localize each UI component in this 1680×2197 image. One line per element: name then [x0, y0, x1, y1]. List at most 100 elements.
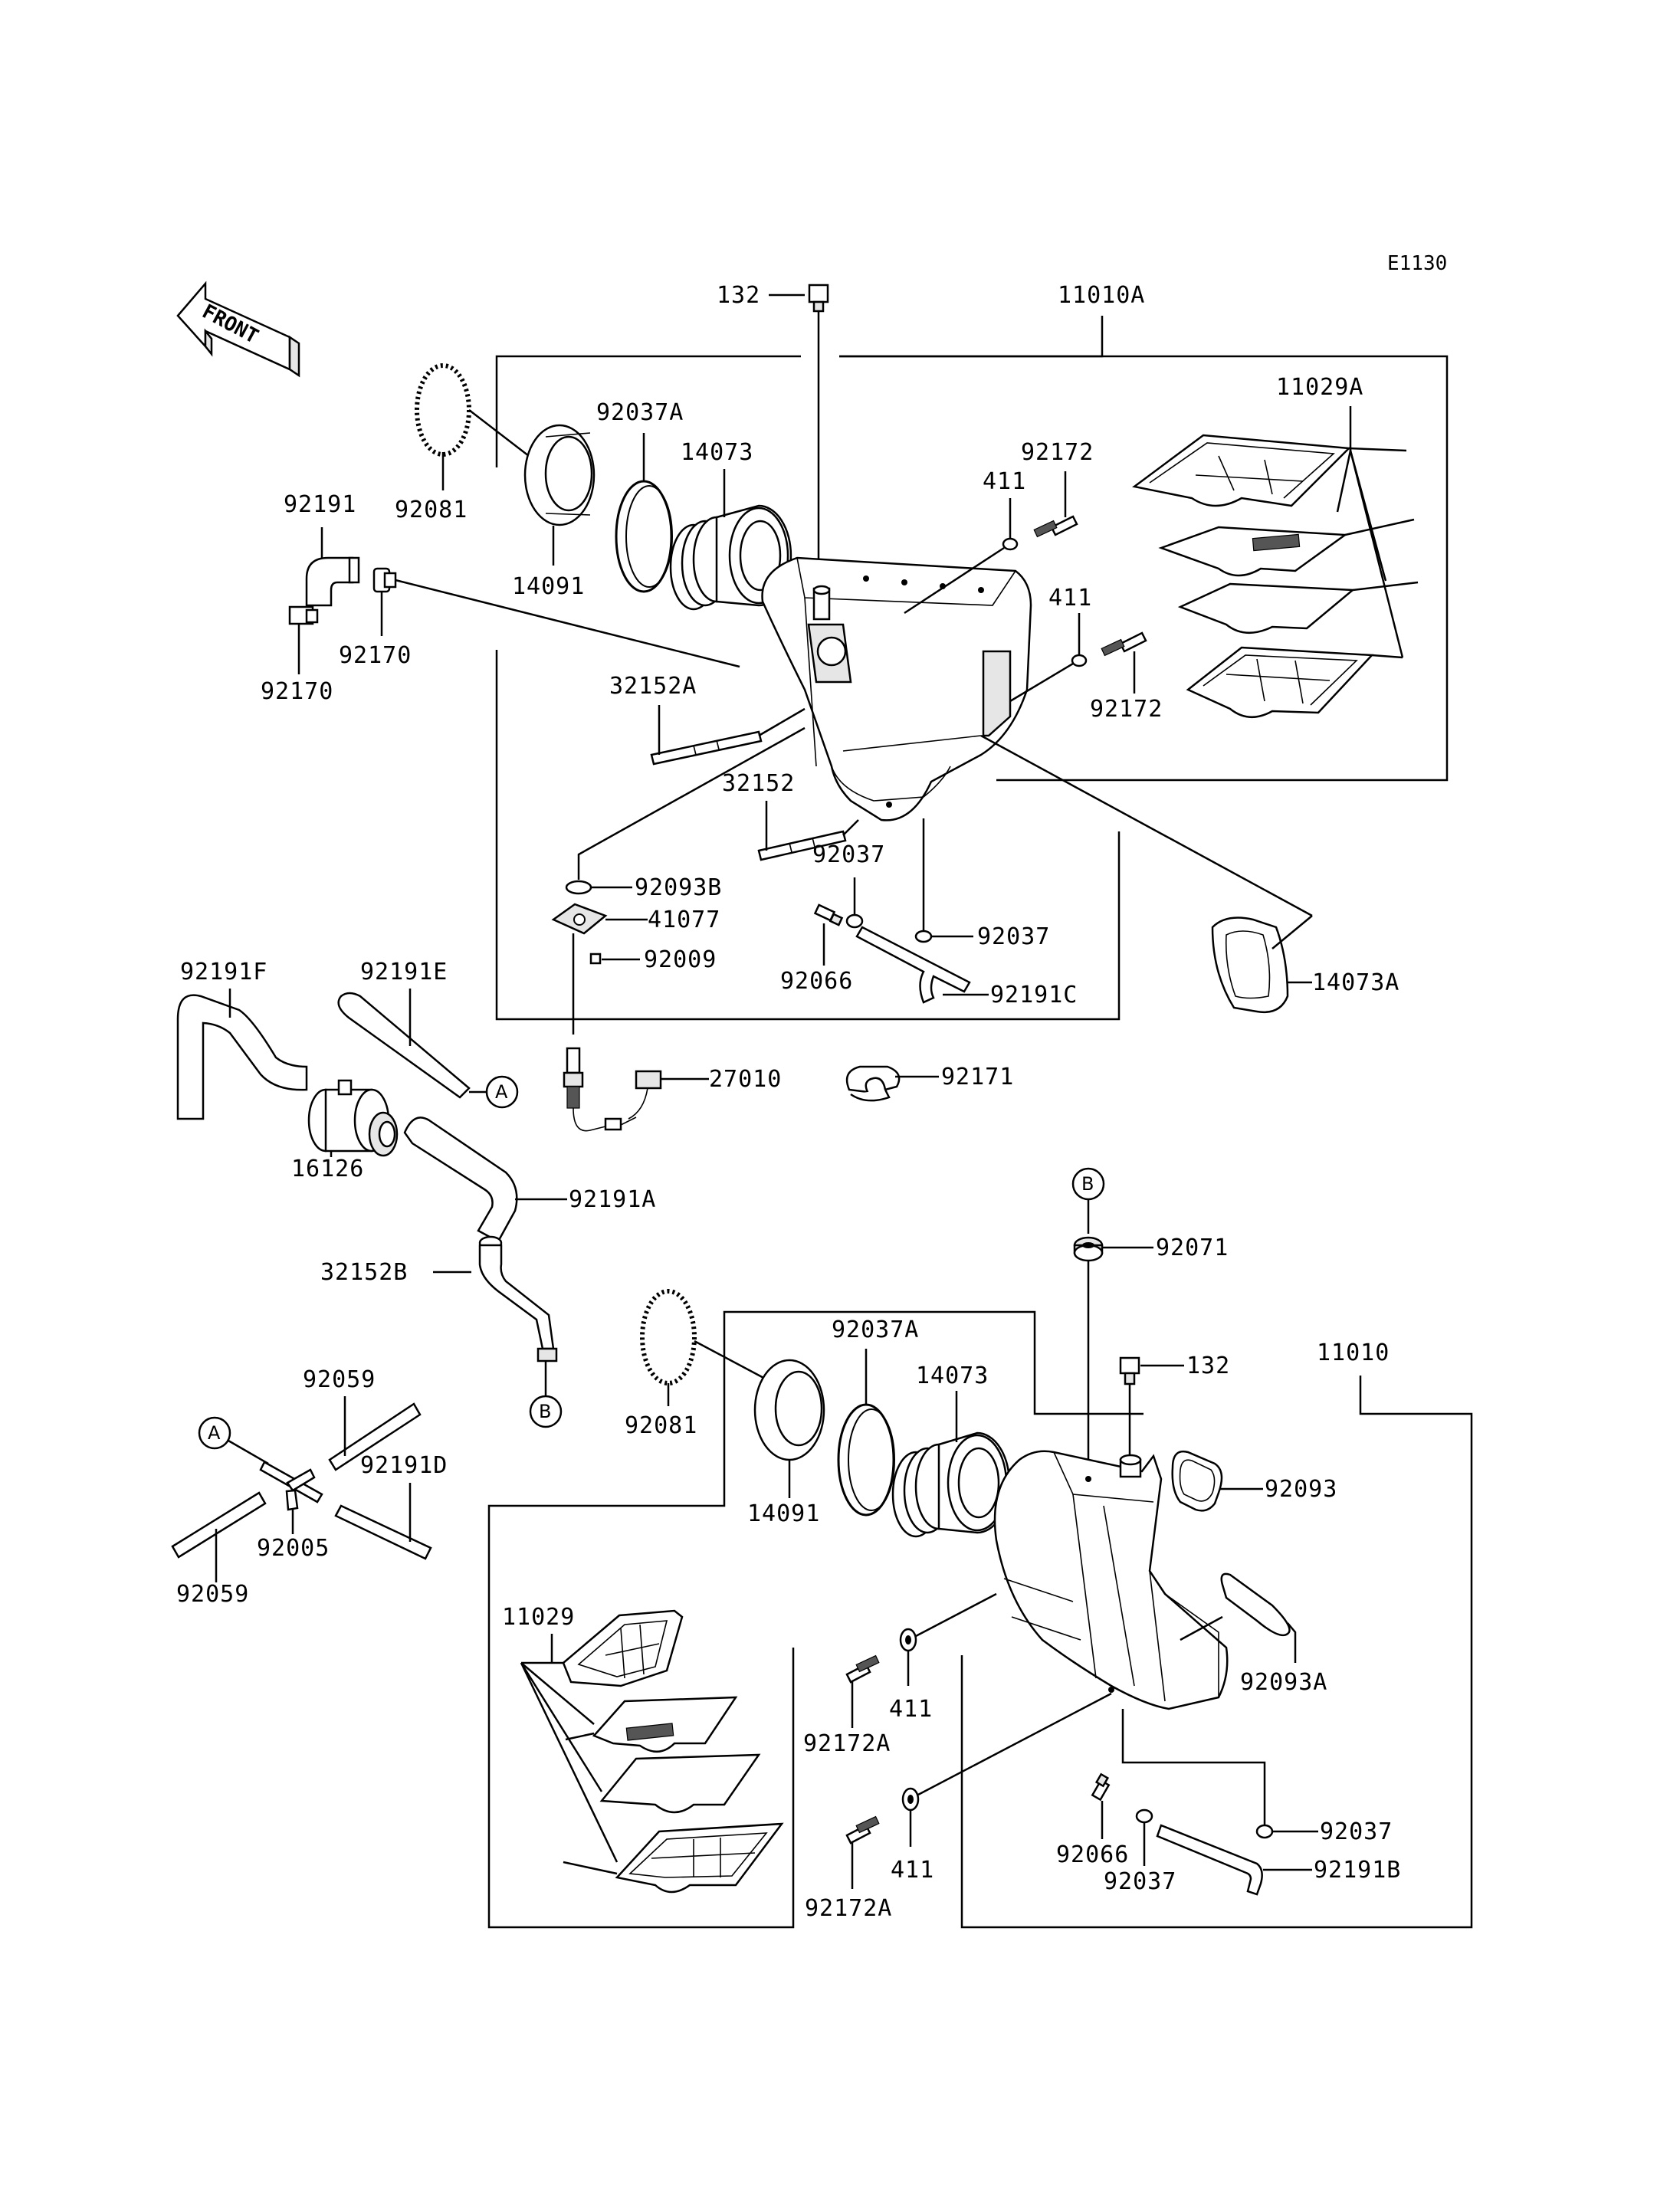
clip-92170-b-icon [372, 567, 397, 593]
screw-92172-a-icon [1033, 515, 1078, 538]
hose-92059-upper-icon [328, 1402, 422, 1471]
label-92172A-a: 92172A [803, 1730, 891, 1757]
label-92191E: 92191E [360, 959, 448, 985]
hose-92191D-icon [334, 1504, 432, 1560]
screw-92172-b-icon [1101, 631, 1147, 657]
elbow-hose-92191-icon [305, 556, 360, 607]
front-arrow-icon [176, 280, 300, 378]
label-411-lower-b: 411 [891, 1857, 934, 1884]
diagram-code: E1130 [1387, 252, 1447, 275]
pipe-32152B-icon [478, 1235, 558, 1362]
label-92059-lower: 92059 [176, 1581, 249, 1608]
callout-a-lower-icon [198, 1416, 231, 1450]
bolt-132-icon [808, 284, 829, 313]
gasket-41077-icon [551, 903, 608, 935]
label-92191: 92191 [284, 491, 356, 518]
upper-assembly: 11010A 132 92081 14091 92037A [261, 282, 1449, 1035]
clip-92171-icon [845, 1065, 901, 1102]
label-92037-a: 92037 [812, 841, 885, 868]
bolt-132-lower-icon [1119, 1356, 1140, 1385]
air-box-lower-housing-icon [993, 1450, 1229, 1710]
callout-b-lower-icon [529, 1395, 563, 1428]
label-92170-upper: 92170 [339, 642, 412, 669]
label-92081: 92081 [395, 497, 468, 523]
callout-b-upper: B [1081, 1173, 1094, 1195]
hose-92191B-icon [1156, 1824, 1263, 1896]
label-92170-lower: 92170 [261, 678, 333, 705]
gasket-92093-icon [1171, 1450, 1223, 1512]
label-92009: 92009 [644, 946, 717, 973]
label-411-lower-a: 411 [889, 1696, 933, 1723]
valve-16126-icon [307, 1079, 399, 1157]
washer-411-b-icon [1071, 654, 1088, 667]
label-14073A: 14073A [1312, 969, 1399, 996]
lower-assembly-bracket [487, 1310, 1473, 1929]
label-92005: 92005 [257, 1535, 330, 1562]
ring-14091-icon [523, 424, 596, 526]
clip-92170-icon [288, 605, 319, 625]
label-92172-b: 92172 [1090, 696, 1163, 723]
label-14073-lower: 14073 [916, 1362, 989, 1389]
o-ring-92093B-icon [565, 880, 592, 895]
label-411-b: 411 [1048, 585, 1092, 612]
spring-92081-icon [415, 363, 471, 457]
label-92191D: 92191D [360, 1452, 448, 1479]
screw-92009-icon [589, 953, 602, 965]
label-14091-lower: 14091 [747, 1500, 820, 1527]
clip-92037-lower-b-icon [1135, 1808, 1153, 1824]
label-92171: 92171 [941, 1064, 1014, 1090]
callout-b-lower: B [539, 1401, 551, 1422]
fitting-92066-icon [813, 903, 844, 926]
grommet-92071-icon [1073, 1236, 1104, 1262]
sensor-27010-icon [563, 1047, 662, 1132]
label-92191B: 92191B [1314, 1857, 1401, 1884]
label-41077: 41077 [648, 907, 720, 933]
label-92093B: 92093B [635, 874, 722, 901]
label-32152: 32152 [722, 770, 795, 797]
callout-a-lower: A [208, 1422, 221, 1444]
hoses-group: 92191F 92191E A 16126 [171, 959, 1014, 1608]
hose-92191C-icon [855, 926, 971, 1004]
label-92066-lower: 92066 [1056, 1841, 1129, 1868]
screw-92172A-b-icon [845, 1815, 880, 1844]
label-92037-b: 92037 [977, 923, 1050, 950]
label-32152B: 32152B [320, 1259, 408, 1286]
clamp-92037A-icon [615, 480, 673, 593]
seal-14073A-icon [1211, 917, 1289, 1014]
label-14073: 14073 [681, 439, 753, 466]
fitting-92066-lower-icon [1091, 1772, 1111, 1802]
clip-92037-lower-a-icon [1255, 1824, 1274, 1839]
label-92066: 92066 [780, 968, 853, 995]
label-92037A-lower: 92037A [832, 1317, 919, 1343]
hose-92191A-icon [403, 1117, 518, 1243]
clip-92037-a-icon [845, 913, 864, 929]
washer-411-lower-a-icon [899, 1628, 917, 1652]
spring-92081-lower-icon [640, 1289, 697, 1385]
label-11029A: 11029A [1276, 374, 1363, 401]
label-92059-upper: 92059 [303, 1366, 376, 1393]
label-92191F: 92191F [180, 959, 267, 985]
label-16126: 16126 [291, 1156, 364, 1182]
label-92081-lower: 92081 [625, 1412, 697, 1439]
label-92191A: 92191A [569, 1186, 656, 1213]
upper-assembly-label: 11010A [1058, 282, 1145, 309]
label-92093: 92093 [1265, 1476, 1337, 1503]
ring-14091-lower-icon [753, 1359, 825, 1461]
hose-92191E-icon [337, 992, 471, 1099]
label-92071: 92071 [1156, 1235, 1229, 1261]
label-92037-lower-a: 92037 [1320, 1818, 1393, 1845]
boot-14073-icon [669, 504, 792, 611]
pin-32152-icon [757, 830, 847, 861]
label-92172-a: 92172 [1021, 439, 1094, 466]
tee-92005-icon [259, 1461, 323, 1511]
screw-92172A-a-icon [845, 1654, 880, 1684]
hose-92059-lower-icon [171, 1491, 267, 1559]
label-92093A: 92093A [1240, 1669, 1327, 1696]
label-132: 132 [717, 282, 760, 309]
washer-411-a-icon [1002, 537, 1019, 551]
label-27010: 27010 [709, 1066, 782, 1093]
label-92037A: 92037A [596, 399, 684, 426]
lower-assembly-label: 11010 [1317, 1340, 1390, 1366]
label-92172A-b: 92172A [805, 1895, 892, 1922]
clip-92037-b-icon [914, 930, 933, 943]
